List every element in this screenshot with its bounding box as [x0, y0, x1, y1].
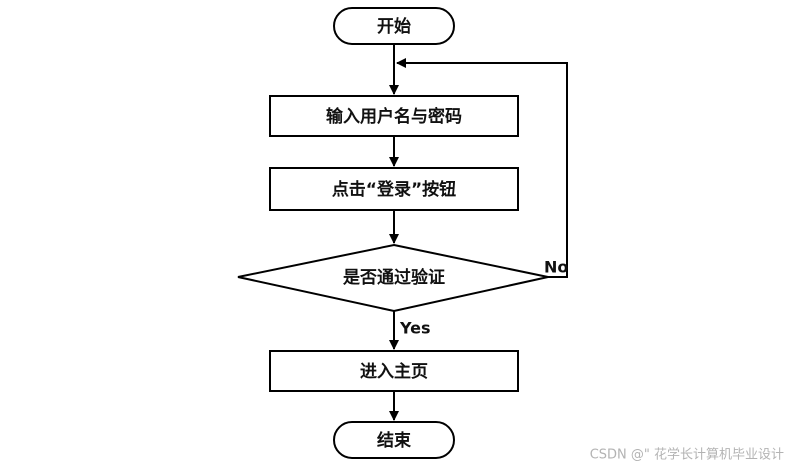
decision-node: 是否通过验证 [237, 243, 549, 313]
home-label: 进入主页 [360, 361, 428, 382]
end-shape [333, 421, 455, 459]
connectors [389, 44, 568, 421]
decision-shape [237, 243, 549, 313]
input-shape [269, 95, 519, 137]
yes-edge-label: Yes [399, 319, 431, 338]
home-shape [269, 350, 519, 392]
start-label: 开始 [377, 16, 411, 37]
no-edge-label: No [544, 258, 568, 277]
arrow-no-loop-back [396, 58, 568, 278]
watermark-text: CSDN @" 花学长计算机毕业设计 [590, 447, 784, 463]
input-node: 输入用户名与密码 [269, 95, 519, 137]
end-node: 结束 [333, 421, 455, 459]
input-label: 输入用户名与密码 [326, 106, 462, 127]
end-label: 结束 [377, 430, 411, 451]
home-node: 进入主页 [269, 350, 519, 392]
start-shape [333, 7, 455, 45]
click-login-node: 点击“登录”按钮 [269, 167, 519, 211]
click-login-shape [269, 167, 519, 211]
start-node: 开始 [333, 7, 455, 45]
click-login-label: 点击“登录”按钮 [332, 179, 456, 200]
decision-label: 是否通过验证 [343, 267, 445, 288]
